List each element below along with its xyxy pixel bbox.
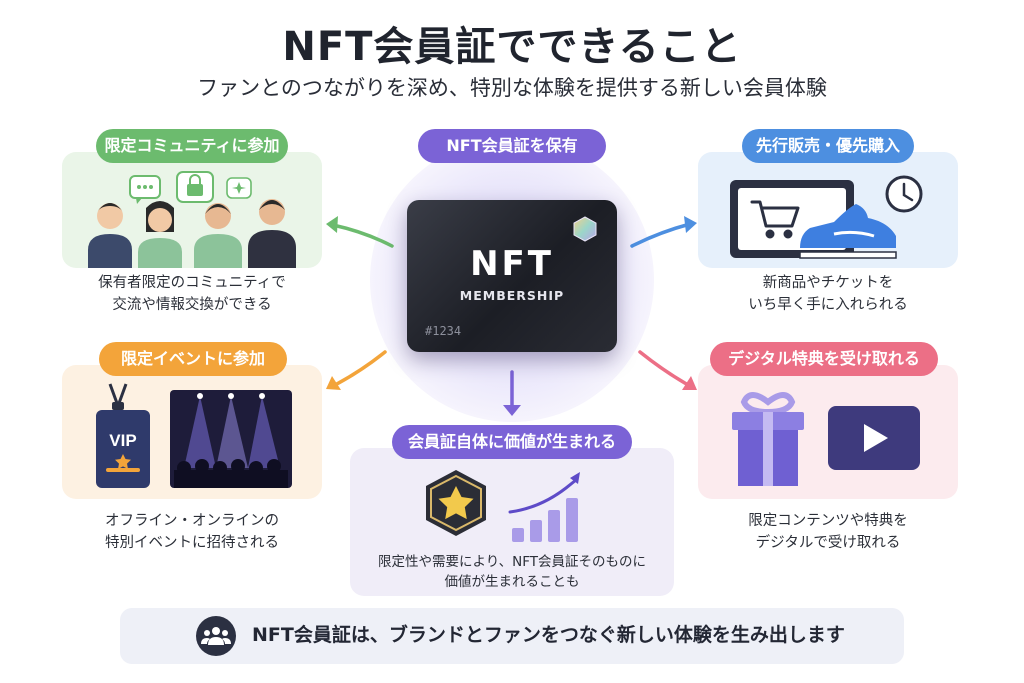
community-description: 保有者限定のコミュニティで 交流や情報交換ができる (98, 275, 286, 313)
event-description: オフライン・オンラインの 特別イベントに招待される (105, 513, 279, 551)
page-subtitle: ファンとのつながりを深め、特別な体験を提供する新しい会員体験 (197, 76, 827, 100)
person-4 (248, 199, 296, 268)
lock-icon (176, 171, 214, 203)
value-label: 会員証自体に価値が生まれる (392, 425, 632, 459)
card-subtitle: MEMBERSHIP (459, 288, 565, 303)
footer-message: NFT会員証は、ブランドとファンをつなぐ新しい体験を生み出します (252, 624, 845, 646)
person-2 (138, 201, 182, 268)
footer-banner (120, 608, 904, 664)
event-label: 限定イベントに参加 (99, 342, 287, 376)
center-label: NFT会員証を保有 (418, 129, 606, 163)
digital-label: デジタル特典を受け取れる (710, 342, 938, 376)
presale-description: 新商品やチケットを いち早く手に入れられる (748, 275, 908, 313)
person-3 (194, 203, 242, 268)
digital-description: 限定コンテンツや特典を デジタルで受け取れる (748, 513, 908, 551)
sparkle-icon (226, 177, 252, 199)
community-label: 限定コミュニティに参加 (96, 129, 288, 163)
arrow-to-digital (638, 350, 692, 388)
arrow-to-presale (630, 222, 692, 248)
community-group-icon (196, 616, 236, 656)
card-number: #1234 (425, 324, 462, 338)
clock-icon (885, 175, 923, 213)
card-title: NFT (470, 244, 554, 284)
sneaker-icon (799, 204, 897, 259)
event-illustration: VIP (96, 383, 292, 488)
hologram-icon (573, 216, 597, 242)
arrow-to-event (331, 350, 387, 388)
presale-illustration (730, 175, 923, 259)
digital-illustration (732, 392, 920, 486)
vip-badge-icon (96, 383, 150, 488)
growth-chart-icon (508, 472, 580, 542)
arrow-to-community (331, 223, 394, 248)
shopping-cart-icon (750, 200, 800, 239)
gift-box-icon (732, 392, 804, 486)
vip-text: VIP (109, 431, 136, 450)
star-badge-icon (426, 470, 486, 536)
stage-icon (170, 390, 292, 488)
community-people-illustration (88, 171, 296, 268)
chat-bubble-icon (129, 175, 161, 204)
video-player-icon (828, 406, 920, 470)
value-description: 限定性や需要により、NFT会員証そのものに 価値が生まれることも (377, 554, 647, 590)
nft-membership-card: NFT MEMBERSHIP #1234 (407, 200, 617, 352)
person-1 (88, 203, 132, 268)
value-illustration (426, 470, 580, 542)
presale-label: 先行販売・優先購入 (742, 129, 914, 163)
page-title: NFT会員証でできること (282, 24, 742, 70)
value-panel (350, 448, 674, 596)
